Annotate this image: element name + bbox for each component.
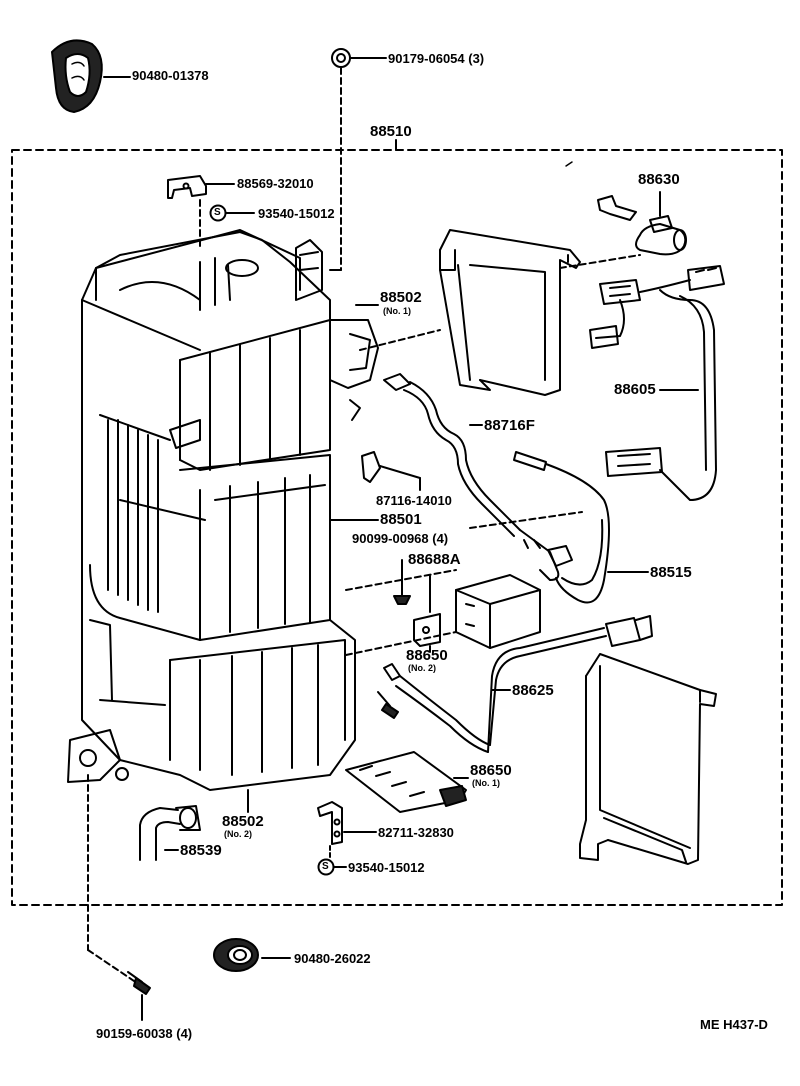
duct-upper	[439, 229, 581, 396]
label-88502-no2-sub: (No. 2)	[224, 829, 252, 839]
sensor-88630	[597, 195, 687, 256]
label-88502-no2: 88502	[222, 813, 264, 830]
label-93540-15012-bottom: 93540-15012	[348, 860, 425, 875]
label-82711-32830: 82711-32830	[378, 825, 454, 840]
label-90099-00968: 90099-00968 (4)	[352, 531, 449, 546]
screw-lower	[377, 691, 399, 719]
label-88688A: 88688A	[408, 551, 461, 568]
sensor-wire-88716F	[383, 373, 573, 581]
s-symbol-text-bottom: S	[322, 861, 329, 872]
label-90179-06054: 90179-06054 (3)	[388, 51, 485, 66]
drain-hose-88539	[139, 805, 201, 861]
lower-housing-88502-no2	[67, 599, 356, 791]
bracket-82711-32830	[317, 801, 343, 845]
screw-90159-60038	[127, 971, 151, 995]
label-88650-no2-sub: (No. 2)	[408, 663, 436, 673]
label-90480-26022: 90480-26022	[294, 951, 371, 966]
screw-90099-00968	[393, 559, 411, 605]
grommet-90480-01378	[51, 39, 103, 113]
label-87116-14010: 87116-14010	[376, 493, 452, 508]
sensor-88515	[513, 451, 610, 604]
wire-harness-88605	[589, 265, 725, 501]
bracket-88688A	[413, 613, 441, 647]
label-88501: 88501	[380, 511, 422, 528]
label-88650-no1-sub: (No. 1)	[472, 778, 500, 788]
harness-88625	[383, 615, 653, 753]
bracket-88569-32010	[167, 175, 207, 199]
control-unit-88650-no1	[345, 751, 467, 813]
label-88539: 88539	[180, 842, 222, 859]
label-88502-no1: 88502	[380, 289, 422, 306]
amplifier-88650-no2	[455, 574, 541, 649]
s-symbol-text-top: S	[214, 207, 221, 218]
label-93540-15012-top: 93540-15012	[258, 206, 335, 221]
duct-lower	[579, 653, 717, 865]
assembly-frame	[11, 149, 783, 906]
evaporator-core-left	[81, 229, 301, 641]
grommet-90480-26022	[213, 938, 259, 972]
label-88569-32010: 88569-32010	[237, 176, 314, 191]
middle-housing-88501	[179, 454, 331, 641]
clip-87116-14010	[361, 451, 381, 483]
label-88650-no1: 88650	[470, 762, 512, 779]
label-88650-no2: 88650	[406, 647, 448, 664]
label-88630: 88630	[638, 171, 680, 188]
label-88605: 88605	[614, 381, 656, 398]
diagram-code: ME H437-D	[700, 1017, 768, 1032]
label-88502-no1-sub: (No. 1)	[383, 306, 411, 316]
label-88515: 88515	[650, 564, 692, 581]
label-90480-01378: 90480-01378	[132, 68, 209, 83]
nut-90179-06054	[331, 48, 351, 68]
label-90159-60038: 90159-60038 (4)	[96, 1026, 193, 1041]
label-88510: 88510	[370, 123, 412, 140]
label-88716F: 88716F	[484, 417, 535, 434]
label-88625: 88625	[512, 682, 554, 699]
